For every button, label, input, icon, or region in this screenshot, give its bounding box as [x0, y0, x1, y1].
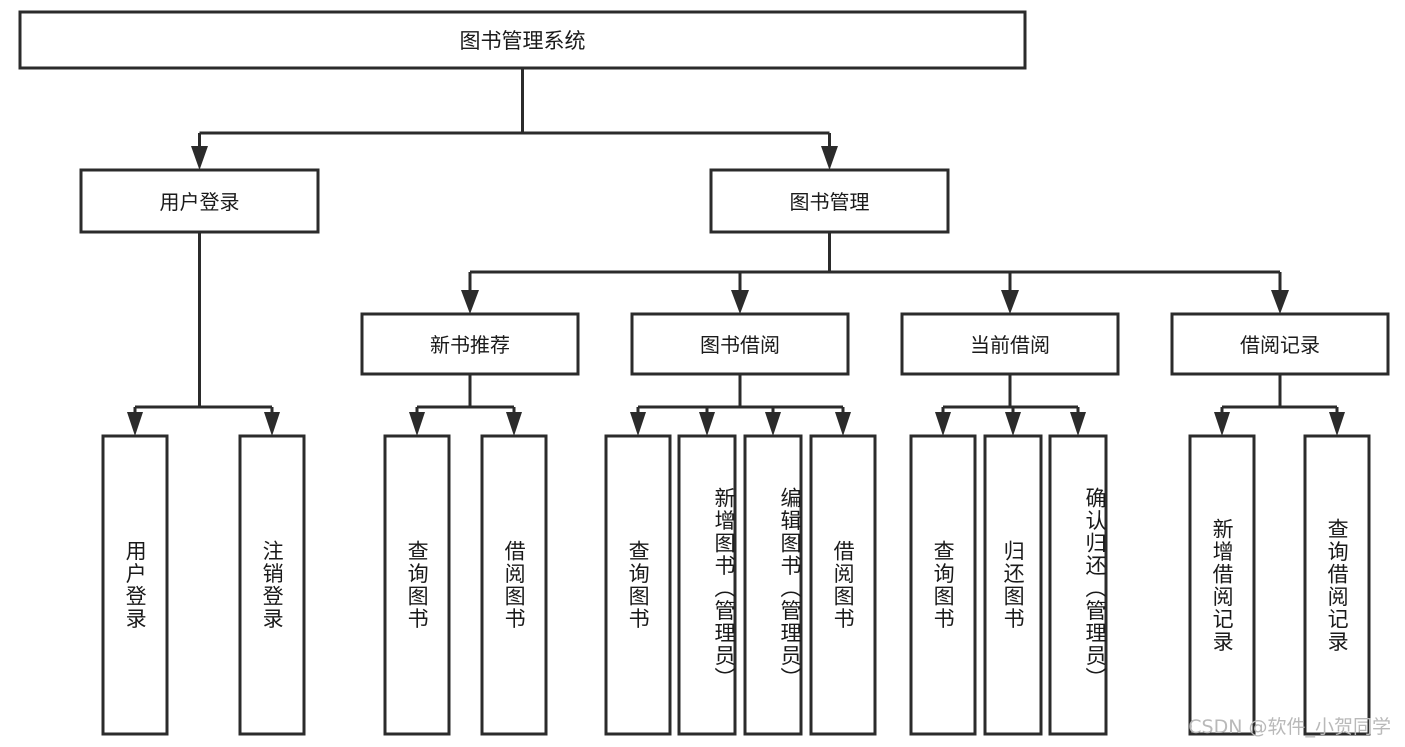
node-new-book-recommend-box[interactable] [360, 312, 580, 376]
node-current-borrow[interactable]: 当前借阅 [900, 312, 1120, 376]
node-book-borrow-label: 图书借阅 [700, 333, 780, 357]
node-root-system-label: 图书管理系统 [460, 29, 586, 53]
arrowhead-currentborrow-leaf-2 [1005, 412, 1021, 436]
leaf-box-return-book[interactable] [983, 434, 1043, 736]
arrowhead-leaf-logout [264, 412, 280, 436]
leaf-box-borrow-book-newrec[interactable] [480, 434, 548, 736]
node-book-management-label: 图书管理 [790, 190, 870, 214]
arrowhead-newbook-leaf-2 [506, 412, 522, 436]
arrowhead-new-book-rec [461, 290, 479, 314]
arrowhead-borrowrecord-leaf-2 [1329, 412, 1345, 436]
node-user-login-box[interactable] [79, 168, 320, 234]
arrowhead-currentborrow-leaf-3 [1070, 412, 1086, 436]
node-root-system-box[interactable] [18, 10, 1027, 70]
arrowhead-user-login [191, 146, 208, 170]
leaf-box-query-book-borrow[interactable] [604, 434, 672, 736]
leaf-box-logout[interactable] [238, 434, 306, 736]
arrowhead-bookborrow-leaf-1 [630, 412, 646, 436]
node-current-borrow-box[interactable] [900, 312, 1120, 376]
node-book-management-box[interactable] [709, 168, 950, 234]
leaf-box-edit-book-admin[interactable] [743, 434, 803, 736]
leaf-box-confirm-return-admin[interactable] [1048, 434, 1108, 736]
connector-layer [127, 68, 1345, 436]
node-borrow-record[interactable]: 借阅记录 [1170, 312, 1390, 376]
node-book-borrow[interactable]: 图书借阅 [630, 312, 850, 376]
node-borrow-record-label: 借阅记录 [1240, 333, 1320, 357]
node-root-system[interactable]: 图书管理系统 [18, 10, 1027, 70]
arrowhead-currentborrow-leaf-1 [935, 412, 951, 436]
leaf-box-query-book-newrec[interactable] [383, 434, 451, 736]
node-new-book-recommend[interactable]: 新书推荐 [360, 312, 580, 376]
arrowhead-bookborrow-leaf-2 [699, 412, 715, 436]
node-book-borrow-box[interactable] [630, 312, 850, 376]
node-borrow-record-box[interactable] [1170, 312, 1390, 376]
arrowhead-bookborrow-leaf-4 [835, 412, 851, 436]
node-new-book-recommend-label: 新书推荐 [430, 333, 510, 357]
leaf-box-layer [101, 434, 1371, 736]
arrowhead-book-borrow [731, 290, 749, 314]
node-user-login-label: 用户登录 [160, 190, 240, 214]
arrowhead-borrowrecord-leaf-1 [1214, 412, 1230, 436]
leaf-box-query-book-current[interactable] [909, 434, 977, 736]
arrowhead-current-borrow [1001, 290, 1019, 314]
arrowhead-book-mgmt [821, 146, 838, 170]
leaf-box-add-book-admin[interactable] [677, 434, 737, 736]
arrowhead-borrow-record [1271, 290, 1289, 314]
node-book-management[interactable]: 图书管理 [709, 168, 950, 234]
leaf-box-user-login[interactable] [101, 434, 169, 736]
arrowhead-leaf-user-login [127, 412, 143, 436]
node-current-borrow-label: 当前借阅 [970, 333, 1050, 357]
leaf-box-query-borrow-record[interactable] [1303, 434, 1371, 736]
leaf-box-borrow-book[interactable] [809, 434, 877, 736]
arrowhead-newbook-leaf-1 [409, 412, 425, 436]
leaf-box-add-borrow-record[interactable] [1188, 434, 1256, 736]
arrowhead-bookborrow-leaf-3 [765, 412, 781, 436]
node-user-login[interactable]: 用户登录 [79, 168, 320, 234]
